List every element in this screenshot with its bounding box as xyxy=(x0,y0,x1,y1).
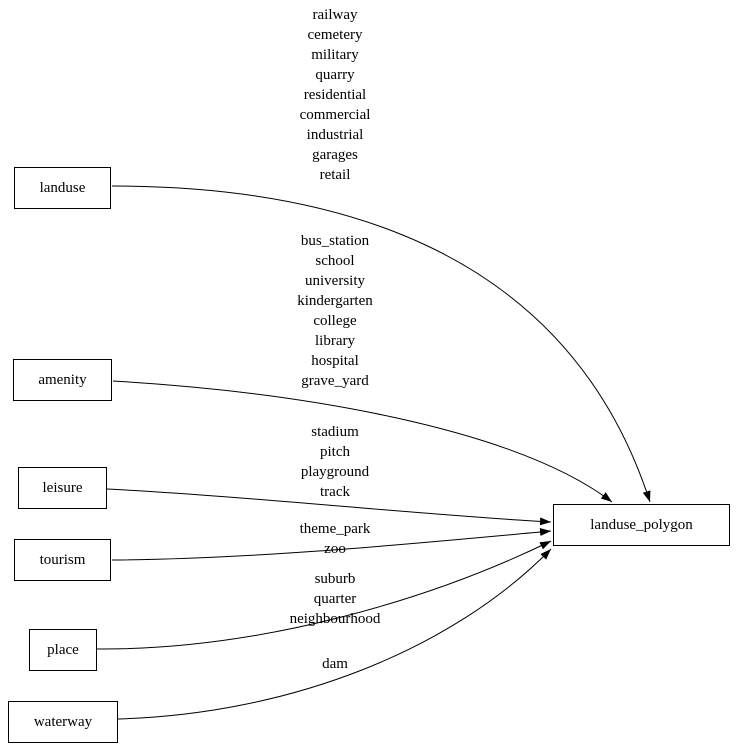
edge-label-waterway-values: dam xyxy=(322,656,348,672)
node-amenity-label: amenity xyxy=(38,371,87,388)
node-place-label: place xyxy=(47,641,79,658)
edge-label-place-values: suburb quarter neighbourhood xyxy=(289,571,381,627)
edge-label-landuse-values: railway cemetery military quarry residen… xyxy=(299,7,371,183)
node-landuse-label: landuse xyxy=(39,179,86,196)
node-landuse: landuse xyxy=(14,167,111,209)
edge-label-leisure-values: stadium pitch playground track xyxy=(300,424,370,500)
node-amenity: amenity xyxy=(13,359,112,401)
node-landuse-polygon-label: landuse_polygon xyxy=(590,516,693,533)
edge-label-amenity-values: bus_station school university kindergart… xyxy=(297,233,373,389)
node-tourism-label: tourism xyxy=(39,551,86,568)
node-tourism: tourism xyxy=(14,539,111,581)
node-leisure: leisure xyxy=(18,467,107,509)
node-place: place xyxy=(29,629,97,671)
node-landuse-polygon: landuse_polygon xyxy=(553,504,730,546)
edge-label-tourism-values: theme_park zoo xyxy=(299,521,371,557)
node-waterway-label: waterway xyxy=(33,713,93,730)
node-leisure-label: leisure xyxy=(42,479,83,496)
node-waterway: waterway xyxy=(8,701,118,743)
